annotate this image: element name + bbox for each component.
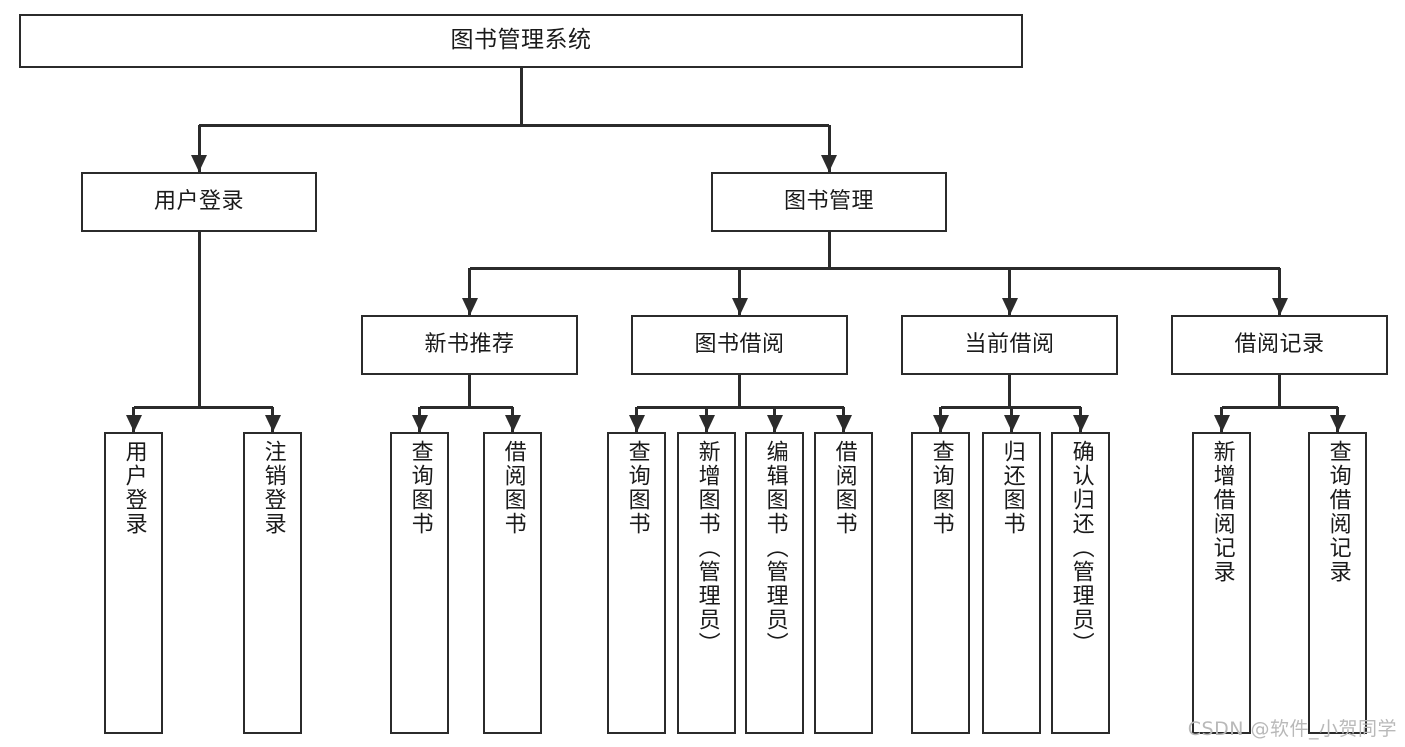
connector-arrowhead xyxy=(1003,415,1020,432)
node-leaf-query-book-2[interactable]: 查询图书 xyxy=(607,432,666,734)
node-label: 图书管理 xyxy=(783,189,874,215)
connector-arrowhead xyxy=(191,155,207,172)
connector-bookmanage-stem xyxy=(827,232,831,268)
node-user-login[interactable]: 用户登录 xyxy=(81,172,317,232)
node-leaf-confirm-return[interactable]: 确认归还（管理员） xyxy=(1051,432,1110,734)
node-label: 新增借阅记录 xyxy=(1209,440,1235,584)
connector-stem xyxy=(468,375,471,407)
connector-drop xyxy=(468,268,471,315)
connector-arrowhead xyxy=(1213,415,1230,432)
node-leaf-query-record[interactable]: 查询借阅记录 xyxy=(1308,432,1367,734)
connector-stem xyxy=(1278,375,1281,407)
node-label: 借阅图书 xyxy=(831,440,857,536)
node-leaf-user-login[interactable]: 用户登录 xyxy=(104,432,163,734)
connector-arrowhead xyxy=(125,415,142,432)
node-leaf-borrow-book-1[interactable]: 借阅图书 xyxy=(483,432,542,734)
node-label: 编辑图书（管理员） xyxy=(762,440,788,656)
connector-drop xyxy=(827,125,831,172)
connector-arrowhead xyxy=(835,415,852,432)
connector-stem xyxy=(1008,375,1011,407)
connector-arrowhead xyxy=(411,415,428,432)
connector-drop xyxy=(197,125,201,172)
node-label: 注销登录 xyxy=(260,440,286,536)
connector-bookmanage-bus xyxy=(469,266,1280,270)
node-leaf-add-book[interactable]: 新增图书（管理员） xyxy=(677,432,736,734)
node-label: 查询图书 xyxy=(928,440,954,536)
connector-arrowhead xyxy=(461,298,478,315)
node-leaf-query-book-3[interactable]: 查询图书 xyxy=(911,432,970,734)
node-leaf-return-book[interactable]: 归还图书 xyxy=(982,432,1041,734)
node-label: 新书推荐 xyxy=(424,332,515,358)
node-borrow-record[interactable]: 借阅记录 xyxy=(1171,315,1388,375)
node-label: 用户登录 xyxy=(153,189,244,215)
connector-arrowhead xyxy=(1001,298,1018,315)
node-leaf-user-logout[interactable]: 注销登录 xyxy=(243,432,302,734)
node-label: 确认归还（管理员） xyxy=(1068,440,1094,656)
node-label: 借阅记录 xyxy=(1234,332,1325,358)
connector-drop xyxy=(1278,268,1281,315)
node-label: 归还图书 xyxy=(999,440,1025,536)
connector-root-stem xyxy=(519,68,523,125)
node-label: 查询图书 xyxy=(624,440,650,536)
connector-userlogin-stem xyxy=(197,232,201,407)
node-leaf-query-book-1[interactable]: 查询图书 xyxy=(390,432,449,734)
node-leaf-edit-book[interactable]: 编辑图书（管理员） xyxy=(745,432,804,734)
connector-bus xyxy=(1221,405,1338,409)
node-label: 新增图书（管理员） xyxy=(694,440,720,656)
node-book-manage[interactable]: 图书管理 xyxy=(711,172,947,232)
connector-arrowhead xyxy=(766,415,783,432)
node-leaf-add-record[interactable]: 新增借阅记录 xyxy=(1192,432,1251,734)
node-label: 当前借阅 xyxy=(964,332,1055,358)
node-label: 借阅图书 xyxy=(500,440,526,536)
connector-arrowhead xyxy=(1271,298,1288,315)
node-label: 图书借阅 xyxy=(694,332,785,358)
connector-userlogin-bus xyxy=(133,405,273,409)
connector-bus xyxy=(419,405,513,409)
node-book-borrow[interactable]: 图书借阅 xyxy=(631,315,848,375)
node-leaf-borrow-book-2[interactable]: 借阅图书 xyxy=(814,432,873,734)
connector-bus xyxy=(636,405,844,409)
node-label: 查询借阅记录 xyxy=(1325,440,1351,584)
connector-arrowhead xyxy=(731,298,748,315)
connector-arrowhead xyxy=(628,415,645,432)
connector-arrowhead xyxy=(698,415,715,432)
connector-arrowhead xyxy=(932,415,949,432)
connector-arrowhead xyxy=(821,155,837,172)
node-label: 用户登录 xyxy=(121,440,147,536)
connector-drop xyxy=(738,268,741,315)
connector-drop xyxy=(1008,268,1011,315)
connector-arrowhead xyxy=(1329,415,1346,432)
node-current-borrow[interactable]: 当前借阅 xyxy=(901,315,1118,375)
connector-arrowhead xyxy=(504,415,521,432)
node-new-book-recommend[interactable]: 新书推荐 xyxy=(361,315,578,375)
connector-stem xyxy=(738,375,741,407)
node-label: 查询图书 xyxy=(407,440,433,536)
connector-arrowhead xyxy=(264,415,281,432)
node-root[interactable]: 图书管理系统 xyxy=(19,14,1023,68)
connector-root-bus xyxy=(199,123,829,127)
node-label: 图书管理系统 xyxy=(450,27,592,54)
connector-arrowhead xyxy=(1072,415,1089,432)
